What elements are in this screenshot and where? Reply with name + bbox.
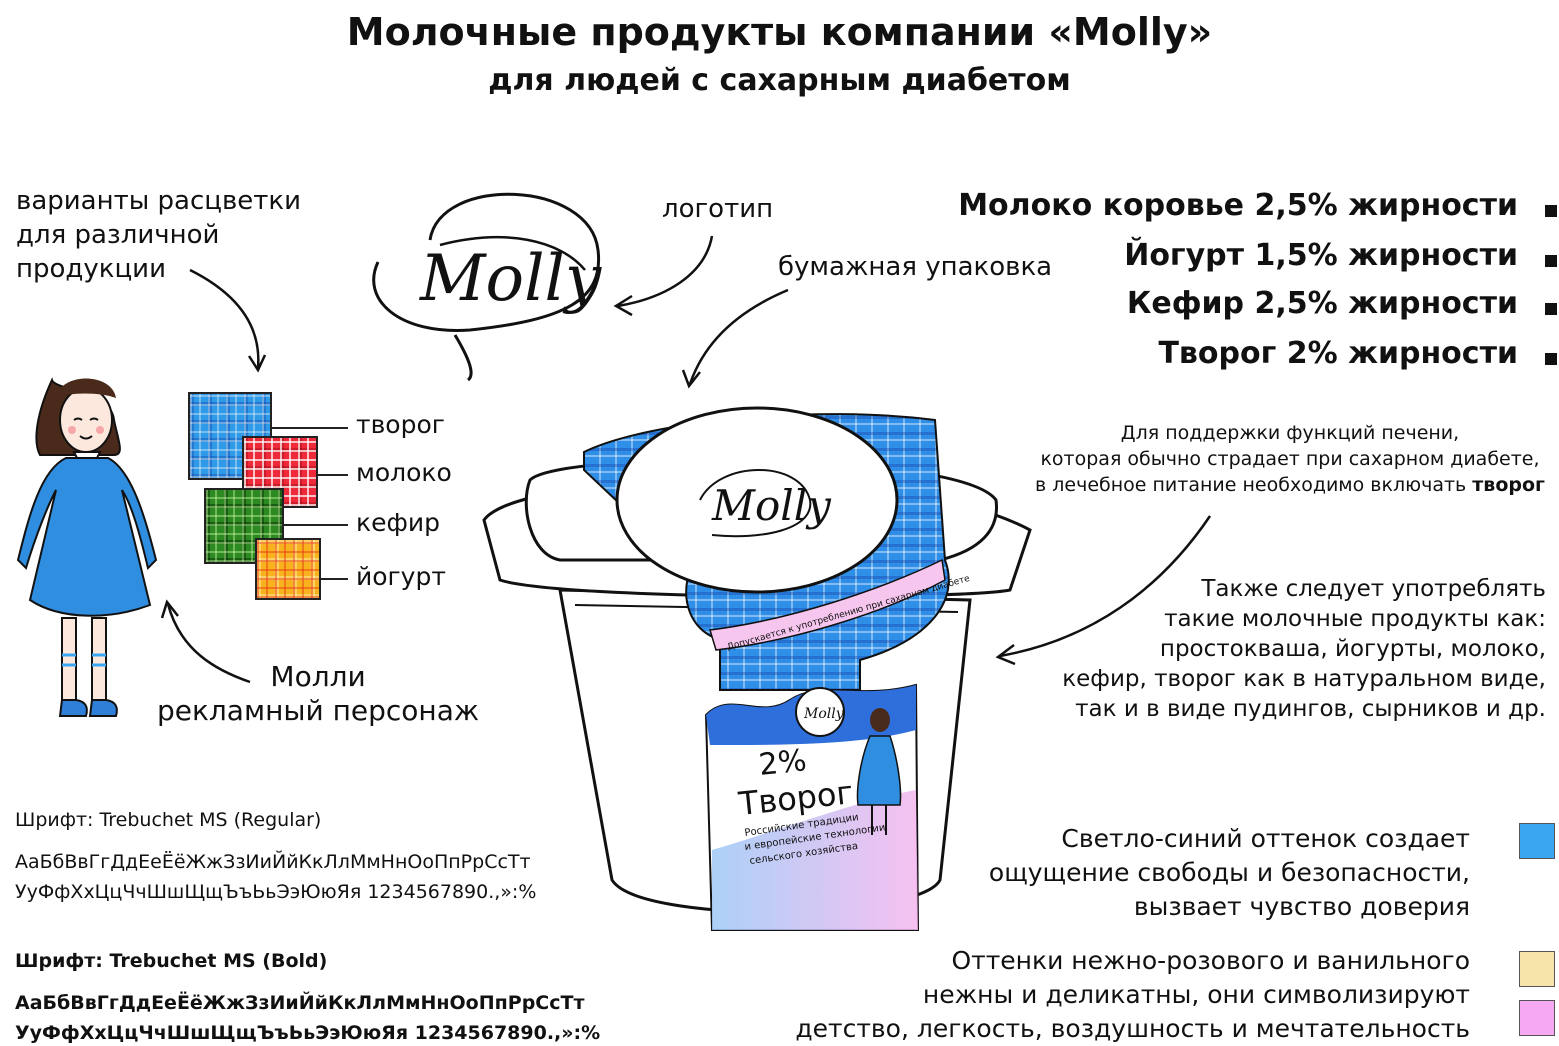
packaging-arrow — [681, 288, 789, 389]
plaid-label-kefir: кефир — [356, 508, 440, 537]
package-illustration: Molly Molly 2% Творог Российские традици… — [482, 406, 1032, 931]
plaid-label-tvorog: творог — [356, 410, 445, 439]
product-tvorog: Творог 2% жирности — [1158, 336, 1518, 371]
page-subtitle: для людей с сахарным диабетом — [488, 63, 1071, 98]
package-lid-logo: Molly — [711, 481, 832, 530]
molly-character — [16, 377, 158, 717]
pink-color-note: Оттенки нежно-розового и ванильного нежн… — [795, 946, 1470, 1043]
bullet-icon — [1545, 255, 1557, 267]
plaid-line-yogurt — [321, 578, 348, 580]
plaid-line-kefir — [284, 524, 348, 526]
logo-text: Molly — [419, 242, 602, 316]
font-bold-block: Шрифт: Trebuchet MS (Bold) АаБбВвГгДдЕеЁ… — [15, 950, 601, 1044]
liver-note: Для поддержки функций печени, которая об… — [1035, 422, 1545, 496]
vanilla-swatch — [1519, 951, 1555, 987]
plaid-line-moloko — [318, 474, 348, 476]
plaid-swatch-kefir — [204, 488, 284, 564]
character-annotation: Молли рекламный персонаж — [157, 660, 480, 727]
packaging-annotation: бумажная упаковка — [778, 252, 1053, 282]
bullet-icon — [1545, 303, 1557, 315]
package-percent: 2% — [757, 743, 808, 783]
color-variants-annotation: варианты расцветки для различной продукц… — [16, 186, 302, 284]
plaid-label-yogurt: йогурт — [356, 562, 446, 591]
logo-annotation: логотип — [662, 194, 774, 224]
product-milk: Молоко коровье 2,5% жирности — [958, 188, 1518, 223]
also-note-arrow — [995, 515, 1212, 666]
plaid-label-moloko: молоко — [356, 458, 452, 487]
page-title: Молочные продукты компании «Molly» — [346, 10, 1213, 54]
bullet-icon — [1545, 353, 1557, 365]
package-mini-logo: Molly — [803, 706, 845, 722]
product-yogurt: Йогурт 1,5% жирности — [1124, 238, 1518, 273]
plaid-swatch-yogurt — [255, 538, 321, 600]
also-note: Также следует употреблять такие молочные… — [1062, 576, 1546, 722]
plaid-line-tvorog — [272, 427, 348, 429]
light-blue-swatch — [1519, 823, 1555, 859]
bullet-icon — [1545, 205, 1557, 217]
product-kefir: Кефир 2,5% жирности — [1126, 286, 1518, 321]
font-regular-block: Шрифт: Trebuchet MS (Regular) АаБбВвГгДд… — [15, 809, 537, 903]
character-arrow — [160, 599, 251, 684]
molly-logo: Molly — [372, 192, 602, 382]
blue-color-note: Светло-синий оттенок создает ощущение св… — [988, 824, 1470, 921]
logo-arrow — [613, 235, 714, 317]
color-variants-arrow — [189, 268, 267, 373]
pink-swatch — [1519, 1000, 1555, 1036]
